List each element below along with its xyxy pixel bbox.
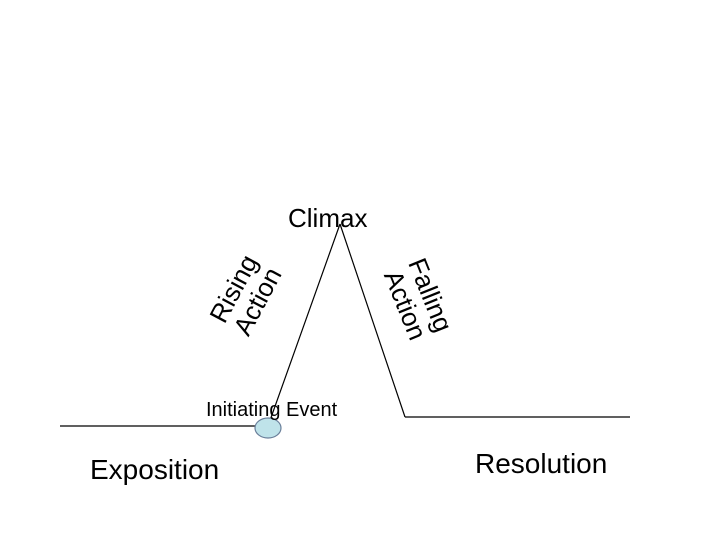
initiating-event-label: Initiating Event [206,399,338,421]
exposition-label: Exposition [90,454,220,485]
initiating-event-marker [254,417,282,439]
resolution-label: Resolution [475,448,608,479]
falling-action-line [339,223,406,418]
rising-action-line [267,223,341,427]
climax-label: Climax [288,203,368,233]
